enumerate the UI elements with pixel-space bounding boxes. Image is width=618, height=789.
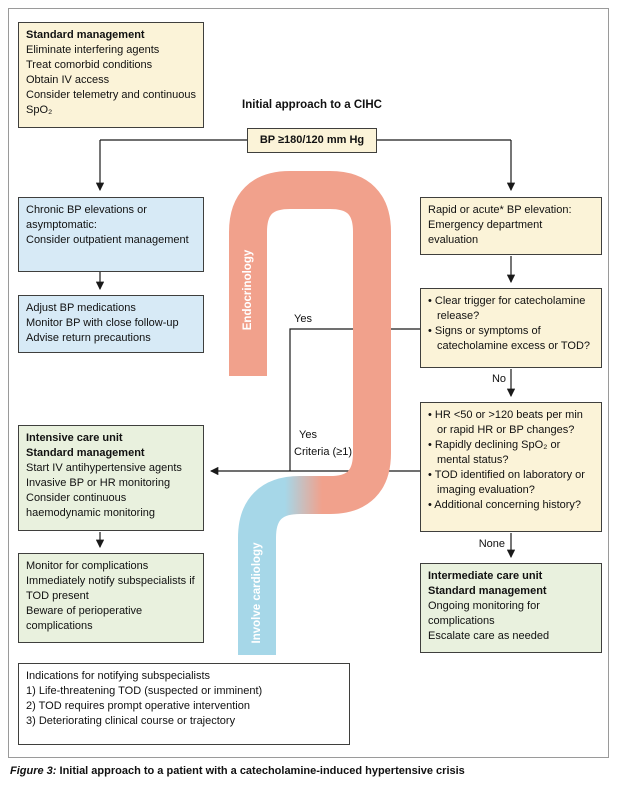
yes-upper-label: Yes — [294, 313, 312, 325]
bullet-item: • HR <50 or >120 beats per min or rapid … — [428, 409, 583, 436]
none-label: None — [478, 538, 505, 550]
criteria-questions-list: • HR <50 or >120 beats per min or rapid … — [428, 408, 594, 513]
outpatient-plan-lines: Adjust BP medications Monitor BP with cl… — [26, 302, 179, 344]
yes-lower-label: Yes — [299, 429, 317, 441]
intermediate-title-2: Standard management — [428, 585, 547, 597]
bullet-item: • Clear trigger for catecholamine releas… — [428, 295, 586, 322]
indications-title: Indications for notifying subspecialists — [26, 670, 211, 682]
icu-title-2: Standard management — [26, 447, 145, 459]
figure-frame — [8, 8, 609, 758]
intermediate-title-1: Intermediate care unit — [428, 570, 543, 582]
icu-title-1: Intensive care unit — [26, 432, 123, 444]
indications-box: Indications for notifying subspecialists… — [18, 663, 350, 745]
screening-questions-list: • Clear trigger for catecholamine releas… — [428, 294, 594, 354]
figure-caption-text: Initial approach to a patient with a cat… — [59, 765, 465, 777]
no-label: No — [491, 373, 506, 385]
rapid-bp-box: Rapid or acute* BP elevation: Emergency … — [420, 197, 602, 255]
criteria-questions-box: • HR <50 or >120 beats per min or rapid … — [420, 402, 602, 532]
chronic-bp-lines: Chronic BP elevations or asymptomatic: C… — [26, 204, 189, 246]
bp-threshold-box: BP ≥180/120 mm Hg — [247, 128, 377, 153]
standard-management-title: Standard management — [26, 29, 145, 41]
bullet-item: • TOD identified on laboratory or imagin… — [428, 469, 585, 496]
bullet-item: • Signs or symptoms of catecholamine exc… — [428, 325, 591, 352]
rapid-bp-lines: Rapid or acute* BP elevation: Emergency … — [428, 204, 572, 246]
standard-management-lines: Eliminate interfering agents Treat comor… — [26, 44, 196, 116]
cardiology-ribbon-label: Involve cardiology — [251, 542, 263, 644]
figure-caption: Figure 3: Initial approach to a patient … — [10, 765, 465, 777]
bullet-item: • Rapidly declining SpO₂ or mental statu… — [428, 439, 561, 466]
icu-box: Intensive care unit Standard management … — [18, 425, 204, 531]
standard-management-box: Standard management Eliminate interferin… — [18, 22, 204, 128]
intermediate-care-box: Intermediate care unit Standard manageme… — [420, 563, 602, 653]
intermediate-lines: Ongoing monitoring for complications Esc… — [428, 600, 550, 642]
chronic-bp-box: Chronic BP elevations or asymptomatic: C… — [18, 197, 204, 272]
endocrinology-ribbon-label: Endocrinology — [242, 249, 254, 331]
criteria-label: Criteria (≥1) — [294, 446, 352, 458]
bullet-item: • Additional concerning history? — [428, 499, 582, 511]
icu-monitoring-lines: Monitor for complications Immediately no… — [26, 560, 195, 632]
figure-caption-label: Figure 3: — [10, 765, 57, 777]
screening-questions-box: • Clear trigger for catecholamine releas… — [420, 288, 602, 368]
icu-lines: Start IV antihypertensive agents Invasiv… — [26, 462, 182, 519]
outpatient-plan-box: Adjust BP medications Monitor BP with cl… — [18, 295, 204, 353]
diagram-title: Initial approach to a CIHC — [242, 99, 382, 111]
icu-monitoring-box: Monitor for complications Immediately no… — [18, 553, 204, 643]
indications-lines: 1) Life-threatening TOD (suspected or im… — [26, 685, 263, 727]
